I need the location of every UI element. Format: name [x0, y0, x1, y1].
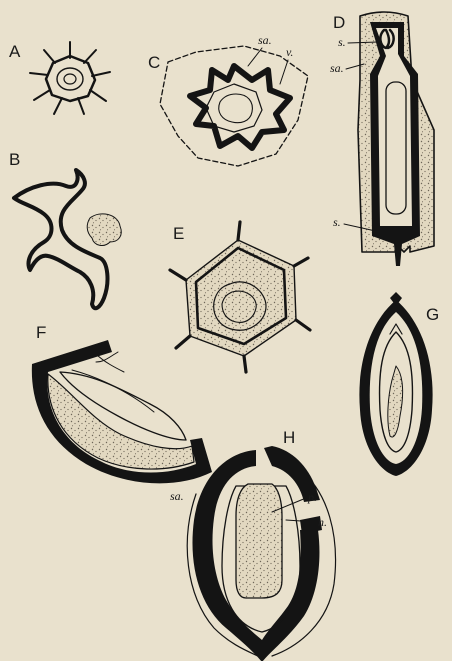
figure-a: A	[9, 42, 110, 114]
figure-a-nucleus	[64, 74, 76, 84]
label-d-sa: sa.	[330, 61, 344, 75]
figure-b: B	[9, 150, 121, 308]
label-d-s-top: s.	[338, 35, 346, 49]
label-c-v: v.	[286, 45, 293, 59]
figure-c-protoplast	[219, 94, 253, 123]
label-h-sa: sa.	[170, 489, 184, 503]
figure-h: H sa. p. n.	[170, 428, 336, 661]
figure-letter-a: A	[9, 42, 21, 61]
figure-a-protoplast	[57, 68, 83, 90]
label-h-p: p.	[307, 490, 317, 504]
figure-letter-f: F	[36, 323, 46, 342]
figure-f: F	[32, 323, 212, 483]
figure-g: G	[359, 292, 439, 476]
figure-a-wall	[46, 56, 95, 101]
figure-e: E	[170, 222, 310, 372]
figure-b-stippled-contents	[87, 214, 121, 246]
figure-letter-c: C	[148, 53, 160, 72]
figure-d: D s. sa. s.	[330, 12, 434, 266]
figure-h-embryo	[236, 484, 282, 598]
figure-f-stippled-layer	[48, 374, 194, 469]
figure-letter-e: E	[173, 224, 184, 243]
figure-letter-d: D	[333, 13, 345, 32]
figure-letter-b: B	[9, 150, 20, 169]
figure-e-stippled-wall	[186, 240, 296, 356]
label-c-sa: sa.	[258, 33, 272, 47]
figure-a-spines	[30, 42, 110, 114]
label-d-s-bottom: s.	[333, 215, 341, 229]
figure-c-wavy-wall	[190, 66, 290, 148]
figure-letter-g: G	[426, 305, 439, 324]
figure-letter-h: H	[283, 428, 295, 447]
label-h-n: n.	[318, 515, 327, 529]
figure-c: C sa. v.	[148, 33, 308, 166]
